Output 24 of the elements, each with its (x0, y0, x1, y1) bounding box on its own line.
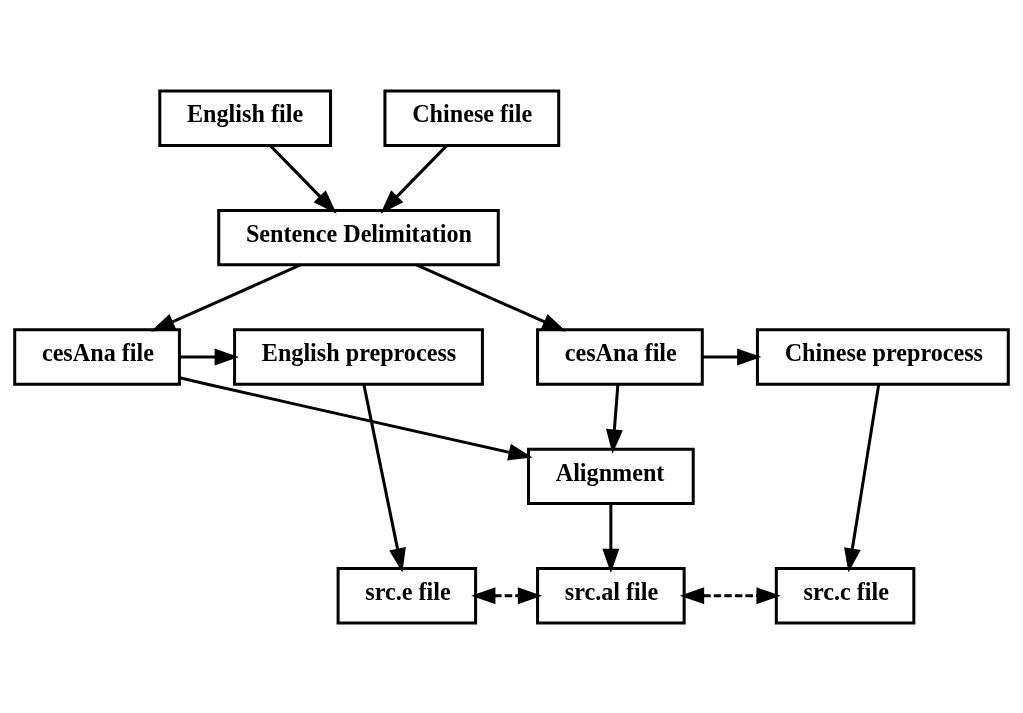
arrow (679, 586, 781, 604)
arrow (179, 348, 239, 365)
arrow (605, 383, 623, 454)
node-box: src.e file (336, 566, 478, 624)
node-box: English preprocess (233, 327, 484, 386)
arrow (362, 383, 406, 572)
arrow (150, 263, 302, 332)
arrow (415, 263, 567, 332)
node-box: Sentence Delimitation (217, 208, 500, 266)
arrow (844, 383, 881, 572)
node-box: cesAna file (536, 327, 704, 386)
node-box: cesAna file (13, 327, 181, 386)
node-box: Chinese preprocess (755, 327, 1010, 386)
arrow (380, 144, 448, 214)
arrow (702, 348, 762, 365)
node-box: src.al file (536, 566, 686, 624)
arrow (269, 144, 337, 214)
arrow (471, 586, 543, 604)
node-box: Chinese file (383, 89, 561, 147)
node-box: Alignment (527, 447, 695, 505)
arrow (602, 503, 620, 573)
node-box: src.c file (774, 566, 916, 624)
node-box: English file (158, 89, 333, 147)
arrow (179, 375, 533, 460)
